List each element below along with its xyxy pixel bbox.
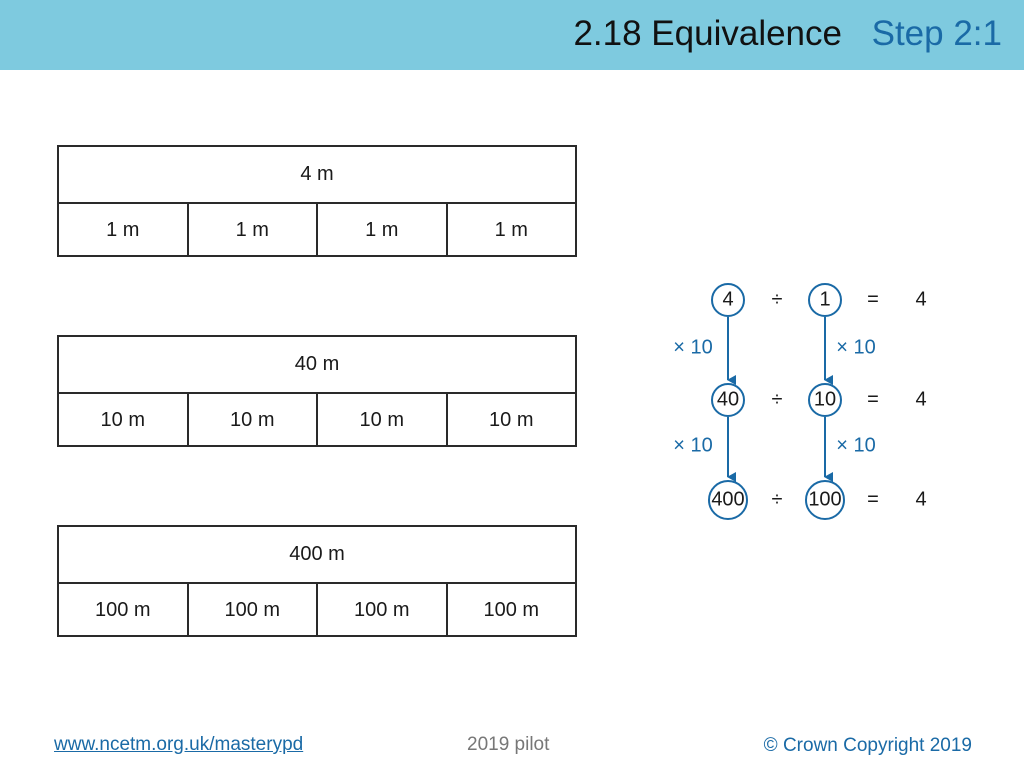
bar-part: 10 m [189, 394, 318, 447]
footer-pilot: 2019 pilot [467, 734, 550, 755]
circle-divisor-1 [808, 283, 842, 317]
dividend: 40 [716, 388, 740, 411]
bar-part: 1 m [59, 204, 189, 257]
bar-model-400m: 400 m 100 m 100 m 100 m 100 m [57, 525, 577, 637]
bar-model-40m: 40 m 10 m 10 m 10 m 10 m [57, 335, 577, 447]
equivalence-diagram: 4 ÷ 1 = 4 40 ÷ 10 = 4 400 ÷ 100 = 4 × 10… [650, 270, 980, 530]
dividend: 400 [711, 488, 745, 511]
bar-part: 100 m [189, 584, 318, 637]
bar-part: 1 m [318, 204, 448, 257]
bar-model-4m: 4 m 1 m 1 m 1 m 1 m [57, 145, 577, 257]
result: 4 [915, 388, 927, 411]
bar-part: 1 m [189, 204, 318, 257]
equals-sign: = [867, 288, 879, 311]
multiplier-label: × 10 [673, 434, 713, 457]
result: 4 [915, 288, 927, 311]
divisor: 100 [808, 488, 842, 511]
divisor: 10 [813, 388, 837, 411]
bar-total: 40 m [59, 337, 575, 394]
circle-dividend-1 [711, 283, 745, 317]
divide-sign: ÷ [771, 288, 783, 311]
equals-sign: = [867, 488, 879, 511]
equivalence-graphics [708, 283, 845, 520]
divide-sign: ÷ [771, 488, 783, 511]
bar-part: 10 m [318, 394, 448, 447]
divide-sign: ÷ [771, 388, 783, 411]
bar-part: 100 m [59, 584, 189, 637]
header-banner: 2.18 Equivalence Step 2:1 [0, 0, 1024, 70]
bar-total: 4 m [59, 147, 575, 204]
multiplier-label: × 10 [836, 434, 876, 457]
bar-part: 1 m [494, 219, 528, 241]
bar-part: 10 m [489, 409, 534, 431]
bar-part: 100 m [483, 599, 540, 621]
equals-sign: = [867, 388, 879, 411]
bar-part: 10 m [59, 394, 189, 447]
footer-link[interactable]: www.ncetm.org.uk/masterypd [54, 734, 304, 755]
multiplier-label: × 10 [673, 336, 713, 359]
multiplier-label: × 10 [836, 336, 876, 359]
dividend: 4 [722, 288, 734, 311]
divisor: 1 [819, 288, 831, 311]
step-label: Step 2:1 [871, 14, 1002, 53]
footer-copyright: © Crown Copyright 2019 [763, 735, 972, 756]
page-title: 2.18 Equivalence [573, 14, 842, 53]
bar-total: 400 m [59, 527, 575, 584]
result: 4 [915, 488, 927, 511]
bar-part: 100 m [318, 584, 448, 637]
